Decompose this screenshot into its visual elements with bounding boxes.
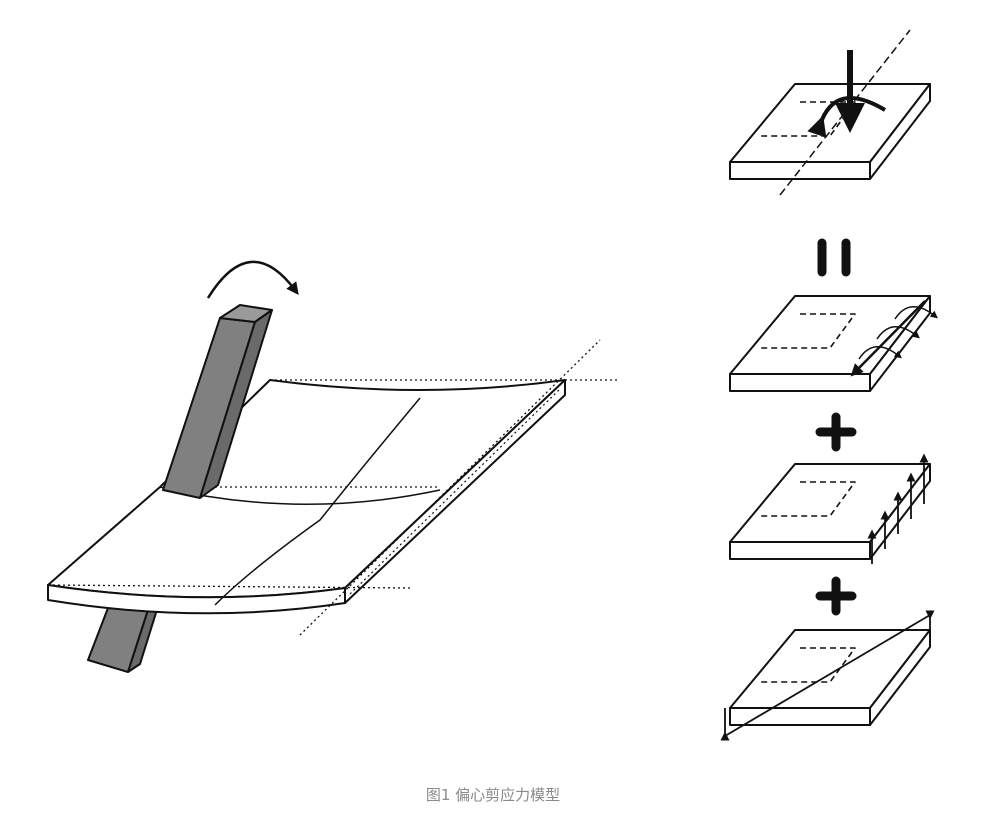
slab-column-model xyxy=(47,260,620,673)
plate-3 xyxy=(729,453,931,564)
plate-2 xyxy=(729,295,938,392)
plate-4 xyxy=(720,610,935,741)
plate-1 xyxy=(729,29,931,196)
plate-decomposition xyxy=(720,29,938,741)
plus-sign xyxy=(815,412,857,452)
plus-sign xyxy=(815,576,857,616)
equals-sign xyxy=(817,238,851,277)
moment-arrow-icon xyxy=(807,96,887,138)
slab-surface xyxy=(47,379,566,599)
moment-arrow-icon xyxy=(206,260,299,299)
figure-caption: 图1 偏心剪应力模型 xyxy=(425,786,561,804)
